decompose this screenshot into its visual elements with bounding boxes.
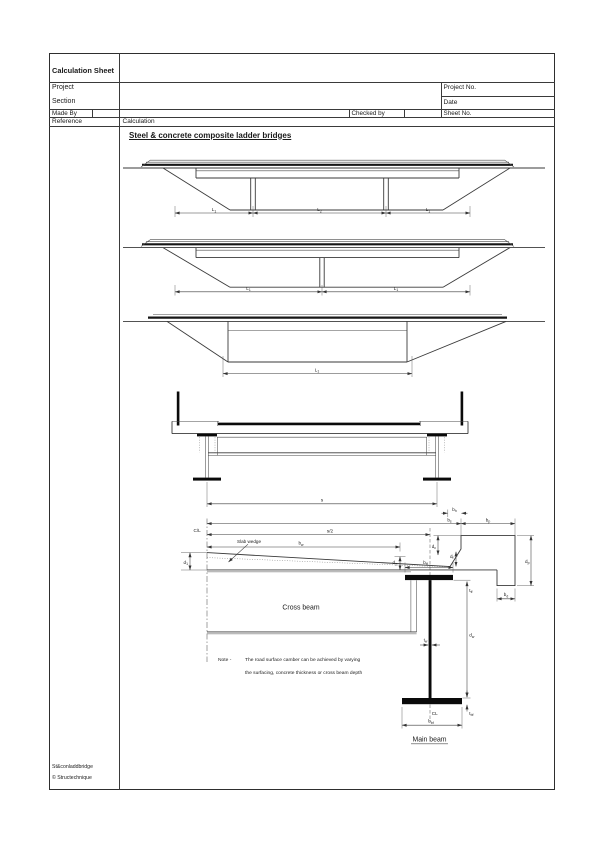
dim-df: df xyxy=(450,554,454,560)
date-label: Date xyxy=(443,99,458,106)
dim-span-left: L1 xyxy=(212,207,217,213)
checkedby-cell-divider-right xyxy=(403,109,405,117)
dim-dp: dp xyxy=(525,559,530,565)
dim-btf: btf xyxy=(423,560,428,566)
note-line2: the surfacing, concrete thickness or cro… xyxy=(245,670,362,676)
figure-two-span-elevation: L1 L1 xyxy=(123,239,545,296)
rule-under-title-row xyxy=(49,81,555,83)
section-label: Section xyxy=(52,97,76,105)
footer-filename: St&conladdbridge xyxy=(52,763,93,770)
reference-column-divider xyxy=(118,53,120,790)
dim-tw: tw xyxy=(424,637,428,643)
dim-span-mid: L2 xyxy=(317,207,322,213)
rule-under-section-row xyxy=(49,108,555,110)
dim-bbf: bbf xyxy=(428,719,433,725)
reference-label: Reference xyxy=(52,117,82,125)
dim-s-half: s/2 xyxy=(327,528,334,533)
calculation-label: Calculation xyxy=(122,117,155,125)
dim-bw: bw xyxy=(298,541,304,547)
cross-beam-label: Cross beam xyxy=(282,605,319,612)
dim-dc: dc xyxy=(432,544,437,550)
sheet-no-label: Sheet No. xyxy=(443,109,472,117)
dim-dw: dw xyxy=(469,633,475,639)
dim-d2: d2 xyxy=(393,560,398,566)
project-label: Project xyxy=(52,83,74,91)
figure-deck-cross-section: s xyxy=(171,391,469,507)
figure-single-span-elevation: L1 xyxy=(123,314,545,377)
note-line1: The road surface camber can be achieved … xyxy=(245,657,361,663)
sheet-title: Calculation Sheet xyxy=(52,65,115,75)
dim-span-right: L1 xyxy=(426,207,431,213)
made-by-label: Made By xyxy=(52,109,77,117)
rule-under-reference-row xyxy=(49,125,555,127)
dim-cl: CL xyxy=(432,711,438,716)
dim-span-left: L1 xyxy=(246,286,251,292)
dim-span-right: L1 xyxy=(394,286,399,292)
page-title: Steel & concrete composite ladder bridge… xyxy=(129,130,292,140)
right-column-divider xyxy=(440,82,442,117)
main-beam-label: Main beam xyxy=(412,737,446,744)
checkedby-cell-divider-left xyxy=(348,109,350,117)
dim-bp: bp xyxy=(486,517,491,523)
figure-three-span-elevation: L1 L2 L1 xyxy=(123,159,545,217)
dim-beam-spacing: s xyxy=(321,497,324,502)
note-label: Note - xyxy=(218,657,232,663)
centreline-label: C/L xyxy=(194,528,202,533)
dim-bs: bs xyxy=(447,517,452,523)
dim-bh: bh xyxy=(452,507,457,513)
dim-bd: bd xyxy=(504,592,509,598)
project-no-label: Project No. xyxy=(443,84,477,91)
sheet-border xyxy=(48,52,555,790)
madeby-cell-divider xyxy=(91,109,93,117)
slab-wedge-label: Slab wedge xyxy=(237,539,261,544)
rule-under-madeby-row xyxy=(49,116,555,118)
dim-ttf: ttf xyxy=(469,588,472,594)
dim-tbf: tbf xyxy=(469,711,473,717)
footer-copyright: © Structechnique xyxy=(52,774,92,781)
figure-detail-section: C/L bs bp s/2 bh bw Slab wedge xyxy=(181,507,534,745)
dim-span: L1 xyxy=(315,367,320,373)
dim-d1: d1 xyxy=(184,560,189,566)
rule-under-project-no xyxy=(441,95,555,97)
checked-by-label: Checked by xyxy=(351,109,385,117)
